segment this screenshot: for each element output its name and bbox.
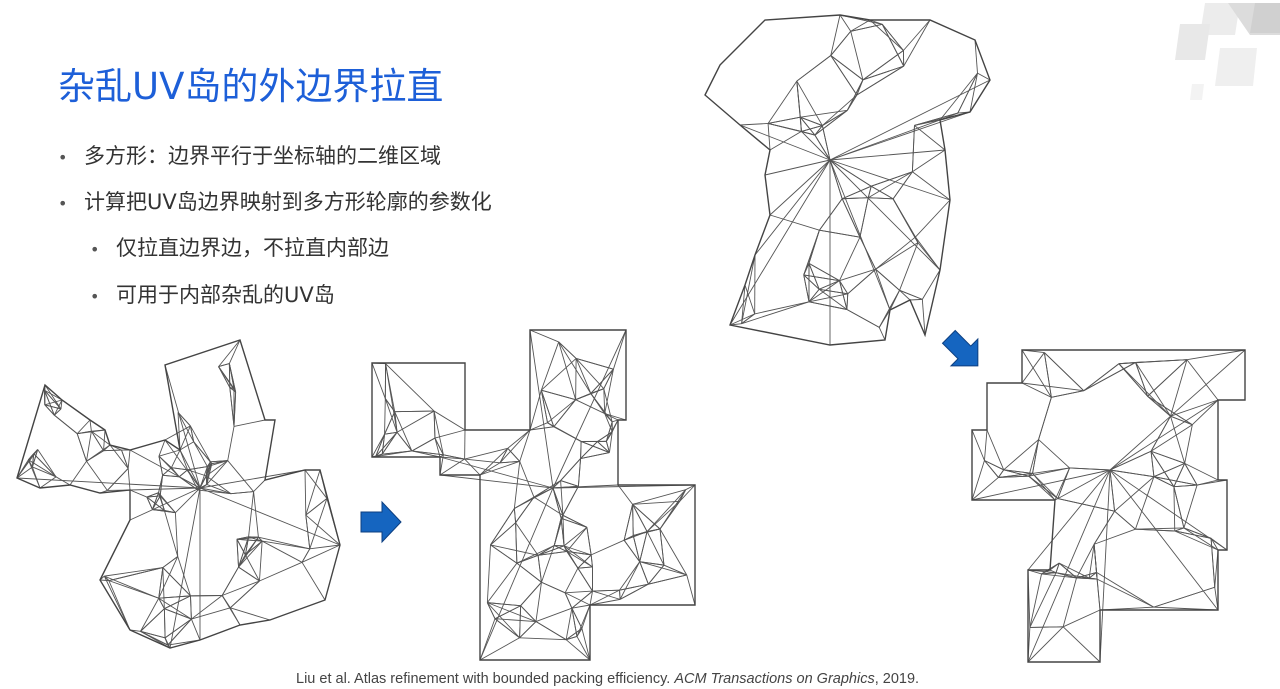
right-arrow-icon <box>360 500 402 544</box>
messy-uv-island-mesh-left <box>16 339 341 649</box>
sub-bullet-item: • 可用于内部杂乱的UV岛 <box>90 279 335 309</box>
messy-uv-island-mesh-right <box>704 14 991 346</box>
bullet-text: 可用于内部杂乱的UV岛 <box>116 283 335 307</box>
decorative-logo <box>1160 0 1280 100</box>
citation-authors: Liu et al. Atlas refinement with bounded… <box>296 671 675 687</box>
citation: Liu et al. Atlas refinement with bounded… <box>296 671 919 687</box>
bullet-dot: • <box>90 240 100 259</box>
slide-title: 杂乱UV岛的外边界拉直 <box>58 65 444 108</box>
bullet-dot: • <box>58 148 68 167</box>
bullet-text: 多方形：边界平行于坐标轴的二维区域 <box>84 144 441 168</box>
bullet-text: 计算把UV岛边界映射到多方形轮廓的参数化 <box>84 190 492 214</box>
bullet-dot: • <box>58 194 68 213</box>
citation-venue: ACM Transactions on Graphics <box>674 671 875 687</box>
polysquare-mesh-left <box>371 329 696 661</box>
bullet-item: • 多方形：边界平行于坐标轴的二维区域 <box>58 140 441 170</box>
citation-year: , 2019. <box>874 671 920 687</box>
polysquare-mesh-right <box>971 349 1246 663</box>
bullet-item: • 计算把UV岛边界映射到多方形轮廓的参数化 <box>58 186 492 216</box>
down-right-arrow-icon <box>941 329 979 367</box>
bullet-dot: • <box>90 287 100 306</box>
bullet-text: 仅拉直边界边，不拉直内部边 <box>116 236 389 260</box>
sub-bullet-item: • 仅拉直边界边，不拉直内部边 <box>90 232 389 262</box>
